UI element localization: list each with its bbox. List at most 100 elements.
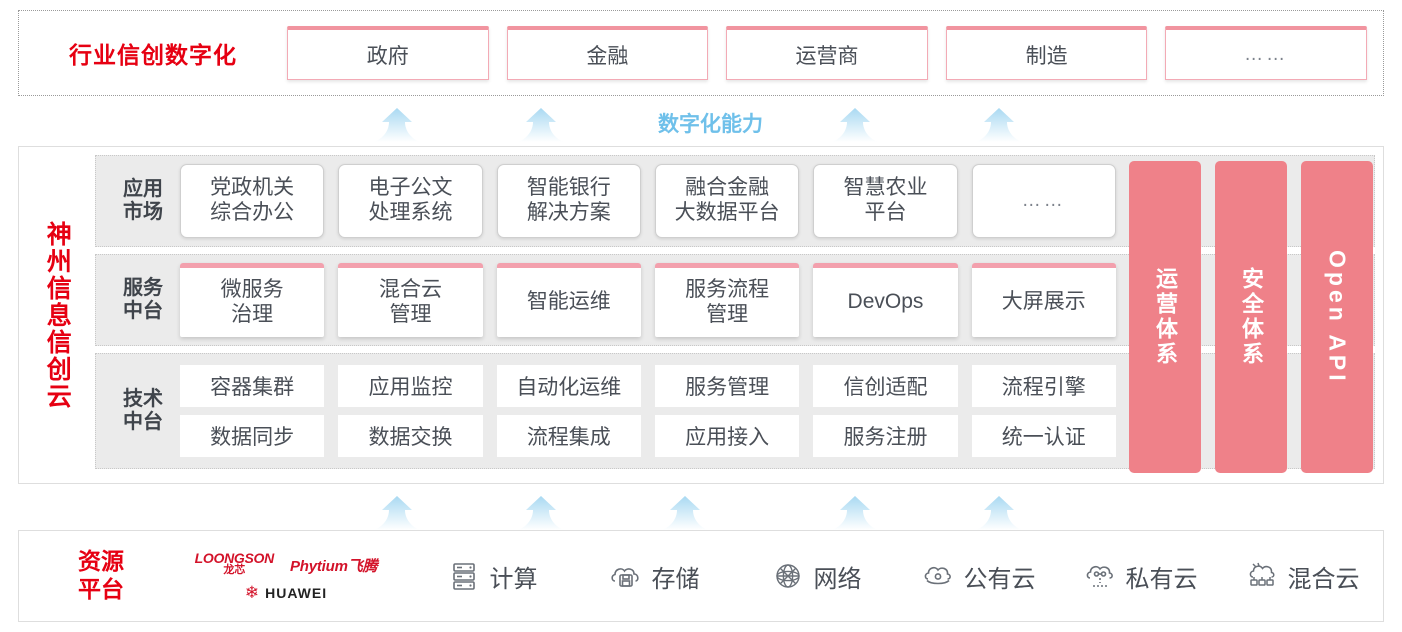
cloud-panel-title: 神州信息信创云 — [43, 220, 72, 410]
svc-box-devops[interactable]: DevOps — [813, 263, 958, 337]
box-line: 管理 — [706, 302, 749, 326]
tech-box-process-engine[interactable]: 流程引擎 — [971, 365, 1116, 407]
service-platform-box-list: 微服务 治理 混合云 管理 智能运维 服务流程 — [180, 263, 1364, 337]
technology-platform-row: 数据同步 数据交换 流程集成 应用接入 服务注册 统一认证 — [180, 415, 1116, 457]
up-arrow-icon — [518, 108, 564, 142]
capability-arrow-strip: 数字化能力 — [18, 100, 1384, 142]
industry-box-finance[interactable]: 金融 — [506, 26, 709, 80]
resource-item-private-cloud[interactable]: 私有云 — [1059, 559, 1221, 594]
resource-platform-title: 资源 平台 — [41, 548, 161, 603]
tier-label-line: 市场 — [123, 201, 163, 223]
server-icon — [447, 559, 481, 593]
up-arrow-icon — [662, 496, 708, 530]
tech-box-app-access[interactable]: 应用接入 — [654, 415, 800, 457]
app-box-edoc-system[interactable]: 电子公文 处理系统 — [338, 164, 483, 238]
app-box-government-office[interactable]: 党政机关 综合办公 — [180, 164, 325, 238]
huawei-logo: ❄ HUAWEI — [245, 584, 327, 601]
cloud-panel-body: 应用 市场 党政机关 综合办公 电子公文 处理系统 — [95, 147, 1383, 483]
vendor-logo-row: LOONGSON 龙芯 Phytium飞腾 — [195, 551, 378, 576]
box-line: 管理 — [389, 302, 432, 326]
tier-label-application-market: 应用 市场 — [106, 178, 180, 224]
tier-label-line: 中台 — [123, 411, 163, 433]
box-line: 服务流程 — [685, 277, 770, 301]
tech-box-process-integration[interactable]: 流程集成 — [496, 415, 641, 457]
app-box-more[interactable]: …… — [971, 164, 1116, 238]
pillar-operations-system[interactable]: 运营体系 — [1129, 161, 1201, 473]
svc-box-hybrid-cloud-mgmt[interactable]: 混合云 管理 — [338, 263, 483, 337]
phytium-logo: Phytium飞腾 — [289, 558, 378, 575]
industry-box-telecom[interactable]: 运营商 — [726, 26, 928, 80]
box-line: 大数据平台 — [674, 201, 780, 224]
tech-box-service-registry[interactable]: 服务注册 — [813, 415, 958, 457]
up-arrow-icon — [518, 496, 564, 530]
box-line: 处理系统 — [368, 201, 453, 224]
box-line: 混合云 — [378, 277, 442, 301]
box-line: 治理 — [231, 302, 274, 326]
tier-label-technology-platform: 技术 中台 — [106, 362, 180, 460]
resource-item-label: 计算 — [489, 565, 538, 593]
capability-label: 数字化能力 — [658, 113, 763, 136]
box-line: 党政机关 — [210, 176, 295, 200]
title-line: 平台 — [78, 576, 124, 602]
tech-box-unified-auth[interactable]: 统一认证 — [971, 415, 1116, 457]
box-line: 智能银行 — [526, 176, 611, 200]
tier-label-service-platform: 服务 中台 — [106, 277, 180, 323]
resource-platform-panel: 资源 平台 LOONGSON 龙芯 Phytium飞腾 ❄ HUAWEI — [18, 530, 1384, 622]
loongson-logo-en: LOONGSON — [194, 550, 275, 566]
svc-box-dashboard[interactable]: 大屏展示 — [971, 263, 1116, 337]
up-arrow-icon — [832, 496, 878, 530]
private-cloud-icon — [1083, 559, 1117, 593]
tier-label-line: 技术 — [123, 388, 163, 411]
box-line: 电子公文 — [368, 176, 453, 200]
box-line: 综合办公 — [210, 201, 295, 224]
resource-item-public-cloud[interactable]: 公有云 — [897, 559, 1059, 594]
tech-box-app-monitoring[interactable]: 应用监控 — [338, 365, 483, 407]
app-box-finance-bigdata[interactable]: 融合金融 大数据平台 — [654, 164, 800, 238]
resource-item-label: 私有云 — [1125, 565, 1198, 593]
industry-box-more[interactable]: …… — [1165, 26, 1367, 80]
tech-box-data-sync[interactable]: 数据同步 — [180, 415, 325, 457]
box-line: 微服务 — [220, 277, 284, 301]
tech-box-container-cluster[interactable]: 容器集群 — [180, 365, 325, 407]
cloud-panel: 神州信息信创云 应用 市场 党政机关 综合办公 — [18, 146, 1384, 484]
up-arrow-icon — [374, 496, 420, 530]
pillar-security-system[interactable]: 安全体系 — [1215, 161, 1287, 473]
tier-label-line: 中台 — [123, 300, 163, 322]
up-arrow-icon — [976, 108, 1022, 142]
title-line: 资源 — [78, 548, 124, 575]
huawei-flower-icon: ❄ — [244, 583, 260, 602]
app-box-smart-agriculture[interactable]: 智慧农业 平台 — [813, 164, 958, 238]
tier-label-line: 服务 — [123, 277, 163, 300]
pillar-list: 运营体系 安全体系 Open API — [1129, 161, 1373, 473]
pillar-open-api[interactable]: Open API — [1301, 161, 1373, 473]
industry-box-list: 政府 金融 运营商 制造 …… — [287, 26, 1383, 80]
vendor-logo-list: LOONGSON 龙芯 Phytium飞腾 ❄ HUAWEI — [161, 551, 411, 601]
svc-box-service-process-mgmt[interactable]: 服务流程 管理 — [654, 263, 800, 337]
svc-box-microservice-governance[interactable]: 微服务 治理 — [180, 263, 325, 337]
svc-box-aiops[interactable]: 智能运维 — [496, 263, 641, 337]
resource-item-hybrid-cloud[interactable]: 混合云 — [1221, 559, 1383, 594]
resource-item-compute[interactable]: 计算 — [411, 559, 573, 594]
resource-item-network[interactable]: 网络 — [735, 559, 897, 594]
up-arrow-icon — [976, 496, 1022, 530]
up-arrow-icon — [832, 108, 878, 142]
resource-item-storage[interactable]: 存储 — [573, 559, 735, 594]
hybrid-cloud-icon — [1245, 559, 1279, 593]
box-line: 智慧农业 — [843, 176, 928, 200]
application-market-box-list: 党政机关 综合办公 电子公文 处理系统 智能银行 解决方案 — [180, 164, 1364, 238]
resource-item-list: 计算 存储 — [411, 559, 1383, 594]
tech-box-automated-ops[interactable]: 自动化运维 — [496, 365, 641, 407]
resource-item-label: 公有云 — [963, 565, 1036, 593]
technology-platform-row: 容器集群 应用监控 自动化运维 服务管理 信创适配 流程引擎 — [180, 365, 1116, 407]
resource-item-label: 存储 — [651, 565, 700, 593]
tech-box-data-exchange[interactable]: 数据交换 — [338, 415, 483, 457]
tech-box-service-management[interactable]: 服务管理 — [654, 365, 800, 407]
app-box-smart-banking[interactable]: 智能银行 解决方案 — [496, 164, 641, 238]
industry-box-government[interactable]: 政府 — [287, 26, 489, 80]
resource-item-label: 网络 — [813, 565, 862, 593]
box-line: 融合金融 — [685, 176, 770, 200]
box-line: 平台 — [864, 201, 907, 224]
industry-box-manufacturing[interactable]: 制造 — [945, 26, 1148, 80]
tech-box-xinchuang-adaptation[interactable]: 信创适配 — [813, 365, 958, 407]
technology-platform-grid: 容器集群 应用监控 自动化运维 服务管理 信创适配 流程引擎 数据同步 数据交换… — [180, 362, 1364, 460]
